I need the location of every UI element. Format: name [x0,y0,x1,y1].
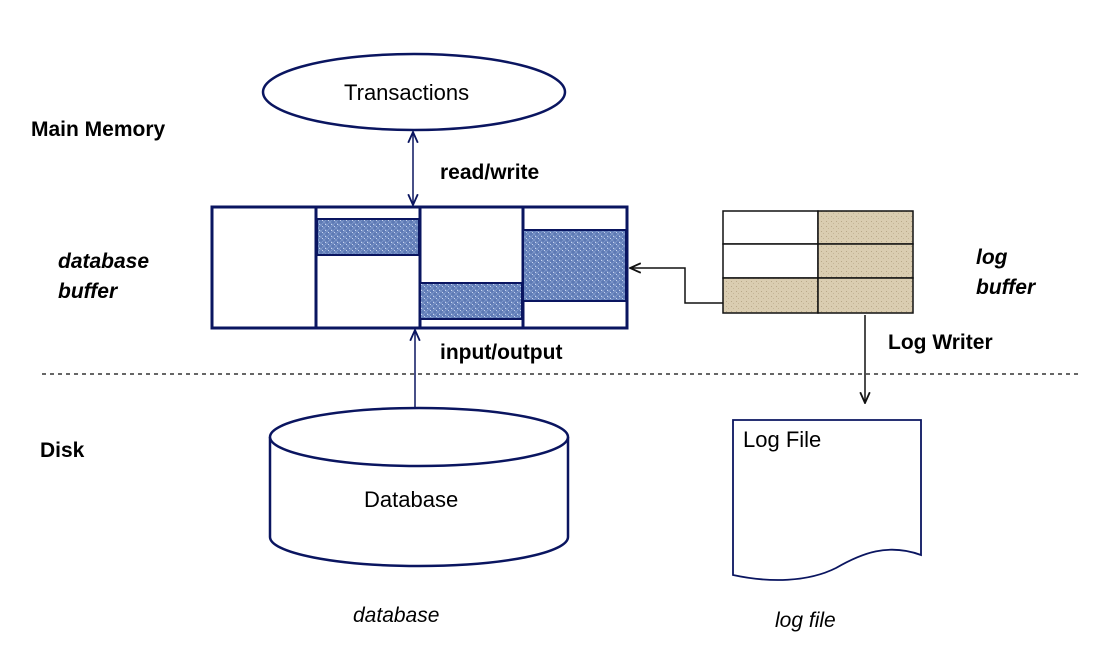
database-caption: database [353,604,440,627]
log-file-document [732,419,922,581]
log-writer-label: Log Writer [888,331,993,354]
log-to-buffer-connector [630,268,723,304]
database-store-label: Database [364,487,459,512]
read-write-label: read/write [440,161,540,184]
buffer-page-1 [316,218,420,256]
log-buffer [722,210,914,314]
buffer-page-2 [419,282,523,320]
log-buffer-label-line1: log [976,246,1008,269]
buffer-page-3 [522,229,627,302]
main-memory-label: Main Memory [31,118,166,141]
transactions-label: Transactions [344,80,470,105]
transactions-ellipse [261,52,567,132]
database-buffer-label-line1: database [58,250,150,273]
log-buffer-label-line2: buffer [976,276,1036,299]
log-file-caption: log file [775,609,836,632]
database-cylinder [268,406,570,568]
input-output-label: input/output [440,341,563,364]
disk-label: Disk [40,439,85,462]
log-file-doc-label: Log File [743,427,822,452]
database-buffer [210,205,629,330]
database-buffer-label-line2: buffer [58,280,118,303]
